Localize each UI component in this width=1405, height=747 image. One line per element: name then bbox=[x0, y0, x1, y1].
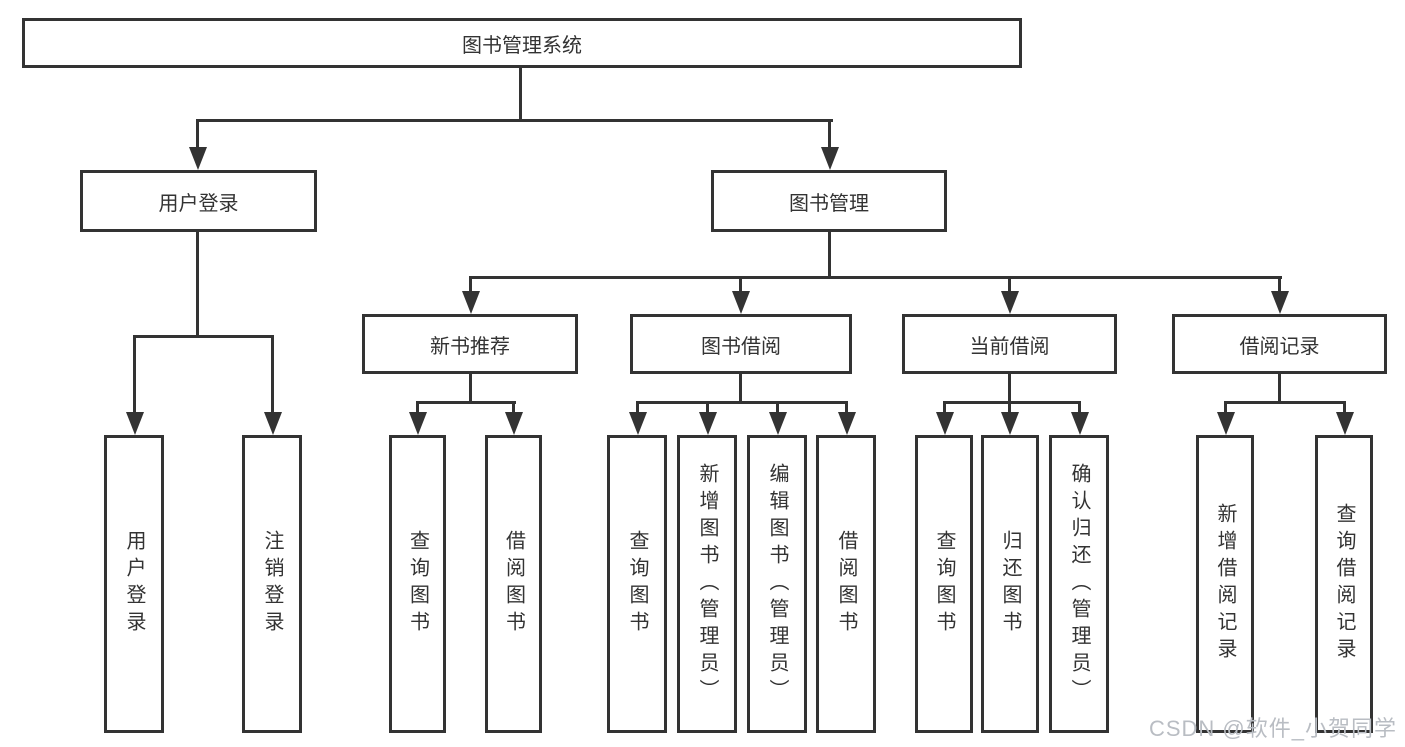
node-label: 图书管理 bbox=[789, 192, 869, 215]
connector-leaf bbox=[1224, 401, 1227, 413]
node-label: 借阅记录 bbox=[1239, 335, 1320, 358]
connector-to-leaf-logout bbox=[271, 335, 274, 413]
node-label: 当前借阅 bbox=[969, 335, 1050, 358]
node-label: 归还图书 bbox=[999, 530, 1021, 638]
leaf-edit-books-admin: 编辑图书（管理员） bbox=[747, 435, 807, 733]
connector-to-current-borrowing bbox=[1008, 276, 1011, 293]
connector-leaf bbox=[1343, 401, 1346, 413]
leaf-query-books-borrowing: 查询图书 bbox=[607, 435, 667, 733]
arrow-down-icon bbox=[505, 412, 523, 435]
node-user-login: 用户登录 bbox=[80, 170, 317, 232]
arrow-down-icon bbox=[189, 147, 207, 170]
node-label: 确认归还（管理员） bbox=[1068, 462, 1090, 706]
arrow-down-icon bbox=[1001, 412, 1019, 435]
connector-to-user-login bbox=[196, 119, 199, 149]
leaf-query-borrowing-record: 查询借阅记录 bbox=[1315, 435, 1373, 733]
connector-book-borrowing-bar bbox=[636, 401, 848, 404]
node-label: 查询图书 bbox=[406, 530, 429, 638]
arrow-down-icon bbox=[126, 412, 144, 435]
arrow-down-icon bbox=[1271, 291, 1289, 314]
connector-to-new-book bbox=[469, 276, 472, 293]
connector-leaf bbox=[416, 401, 419, 413]
connector-to-book-management bbox=[828, 119, 831, 149]
connector-user-login-bar bbox=[133, 335, 274, 338]
connector-leaf bbox=[512, 401, 515, 413]
leaf-logout: 注销登录 bbox=[242, 435, 302, 733]
leaf-add-books-admin: 新增图书（管理员） bbox=[677, 435, 737, 733]
connector-leaf bbox=[1078, 401, 1081, 413]
connector-leaf bbox=[636, 401, 639, 413]
arrow-down-icon bbox=[1071, 412, 1089, 435]
leaf-query-books-current: 查询图书 bbox=[915, 435, 973, 733]
connector-to-book-borrowing bbox=[739, 276, 742, 293]
node-label: 用户登录 bbox=[123, 530, 145, 638]
connector-to-leaf-user-login bbox=[133, 335, 136, 413]
node-label: 查询图书 bbox=[626, 530, 648, 638]
connector-borrowing-records-bar bbox=[1224, 401, 1346, 404]
connector-root-stub bbox=[519, 66, 522, 122]
csdn-watermark: CSDN @软件_小贺同学 bbox=[1148, 716, 1397, 741]
node-label: 新书推荐 bbox=[430, 335, 510, 358]
arrow-down-icon bbox=[1336, 412, 1354, 435]
node-new-book-recommendation: 新书推荐 bbox=[362, 314, 578, 374]
arrow-down-icon bbox=[462, 291, 480, 314]
node-label: 编辑图书（管理员） bbox=[766, 462, 788, 706]
arrow-down-icon bbox=[409, 412, 427, 435]
connector-new-book-stub bbox=[469, 374, 472, 404]
leaf-confirm-return-admin: 确认归还（管理员） bbox=[1049, 435, 1109, 733]
connector-book-mgmt-bar bbox=[469, 276, 1282, 279]
node-label: 新增借阅记录 bbox=[1214, 503, 1236, 665]
connector-root-bar bbox=[196, 119, 833, 122]
arrow-down-icon bbox=[264, 412, 282, 435]
connector-leaf bbox=[1008, 401, 1011, 413]
connector-book-mgmt-stub bbox=[828, 232, 831, 279]
node-label: 图书借阅 bbox=[701, 335, 781, 358]
leaf-borrow-books-borrowing: 借阅图书 bbox=[816, 435, 876, 733]
node-label: 新增图书（管理员） bbox=[696, 462, 718, 706]
node-book-borrowing: 图书借阅 bbox=[630, 314, 852, 374]
arrow-down-icon bbox=[732, 291, 750, 314]
connector-current-borrowing-bar bbox=[943, 401, 1081, 404]
node-current-borrowing: 当前借阅 bbox=[902, 314, 1117, 374]
leaf-user-login: 用户登录 bbox=[104, 435, 164, 733]
node-label: 注销登录 bbox=[261, 530, 283, 638]
connector-leaf bbox=[776, 401, 779, 413]
leaf-return-books: 归还图书 bbox=[981, 435, 1039, 733]
node-label: 借阅图书 bbox=[502, 530, 525, 638]
connector-current-borrowing-stub bbox=[1008, 374, 1011, 404]
leaf-borrow-books-newbook: 借阅图书 bbox=[485, 435, 542, 733]
node-label: 查询图书 bbox=[933, 530, 955, 638]
arrow-down-icon bbox=[769, 412, 787, 435]
arrow-down-icon bbox=[838, 412, 856, 435]
arrow-down-icon bbox=[1001, 291, 1019, 314]
node-book-management: 图书管理 bbox=[711, 170, 947, 232]
node-library-management-system: 图书管理系统 bbox=[22, 18, 1022, 68]
arrow-down-icon bbox=[629, 412, 647, 435]
connector-book-borrowing-stub bbox=[739, 374, 742, 404]
arrow-down-icon bbox=[821, 147, 839, 170]
connector-new-book-bar bbox=[416, 401, 516, 404]
node-label: 查询借阅记录 bbox=[1333, 503, 1355, 665]
node-borrowing-records: 借阅记录 bbox=[1172, 314, 1387, 374]
connector-leaf bbox=[706, 401, 709, 413]
leaf-query-books-newbook: 查询图书 bbox=[389, 435, 446, 733]
connector-borrowing-records-stub bbox=[1278, 374, 1281, 404]
connector-leaf bbox=[943, 401, 946, 413]
arrow-down-icon bbox=[936, 412, 954, 435]
connector-leaf bbox=[845, 401, 848, 413]
node-label: 用户登录 bbox=[158, 192, 239, 215]
connector-user-login-stub bbox=[196, 232, 199, 338]
arrow-down-icon bbox=[699, 412, 717, 435]
node-label: 借阅图书 bbox=[835, 530, 857, 638]
connector-to-borrowing-records bbox=[1278, 276, 1281, 293]
arrow-down-icon bbox=[1217, 412, 1235, 435]
node-label: 图书管理系统 bbox=[462, 34, 582, 57]
leaf-add-borrowing-record: 新增借阅记录 bbox=[1196, 435, 1254, 733]
